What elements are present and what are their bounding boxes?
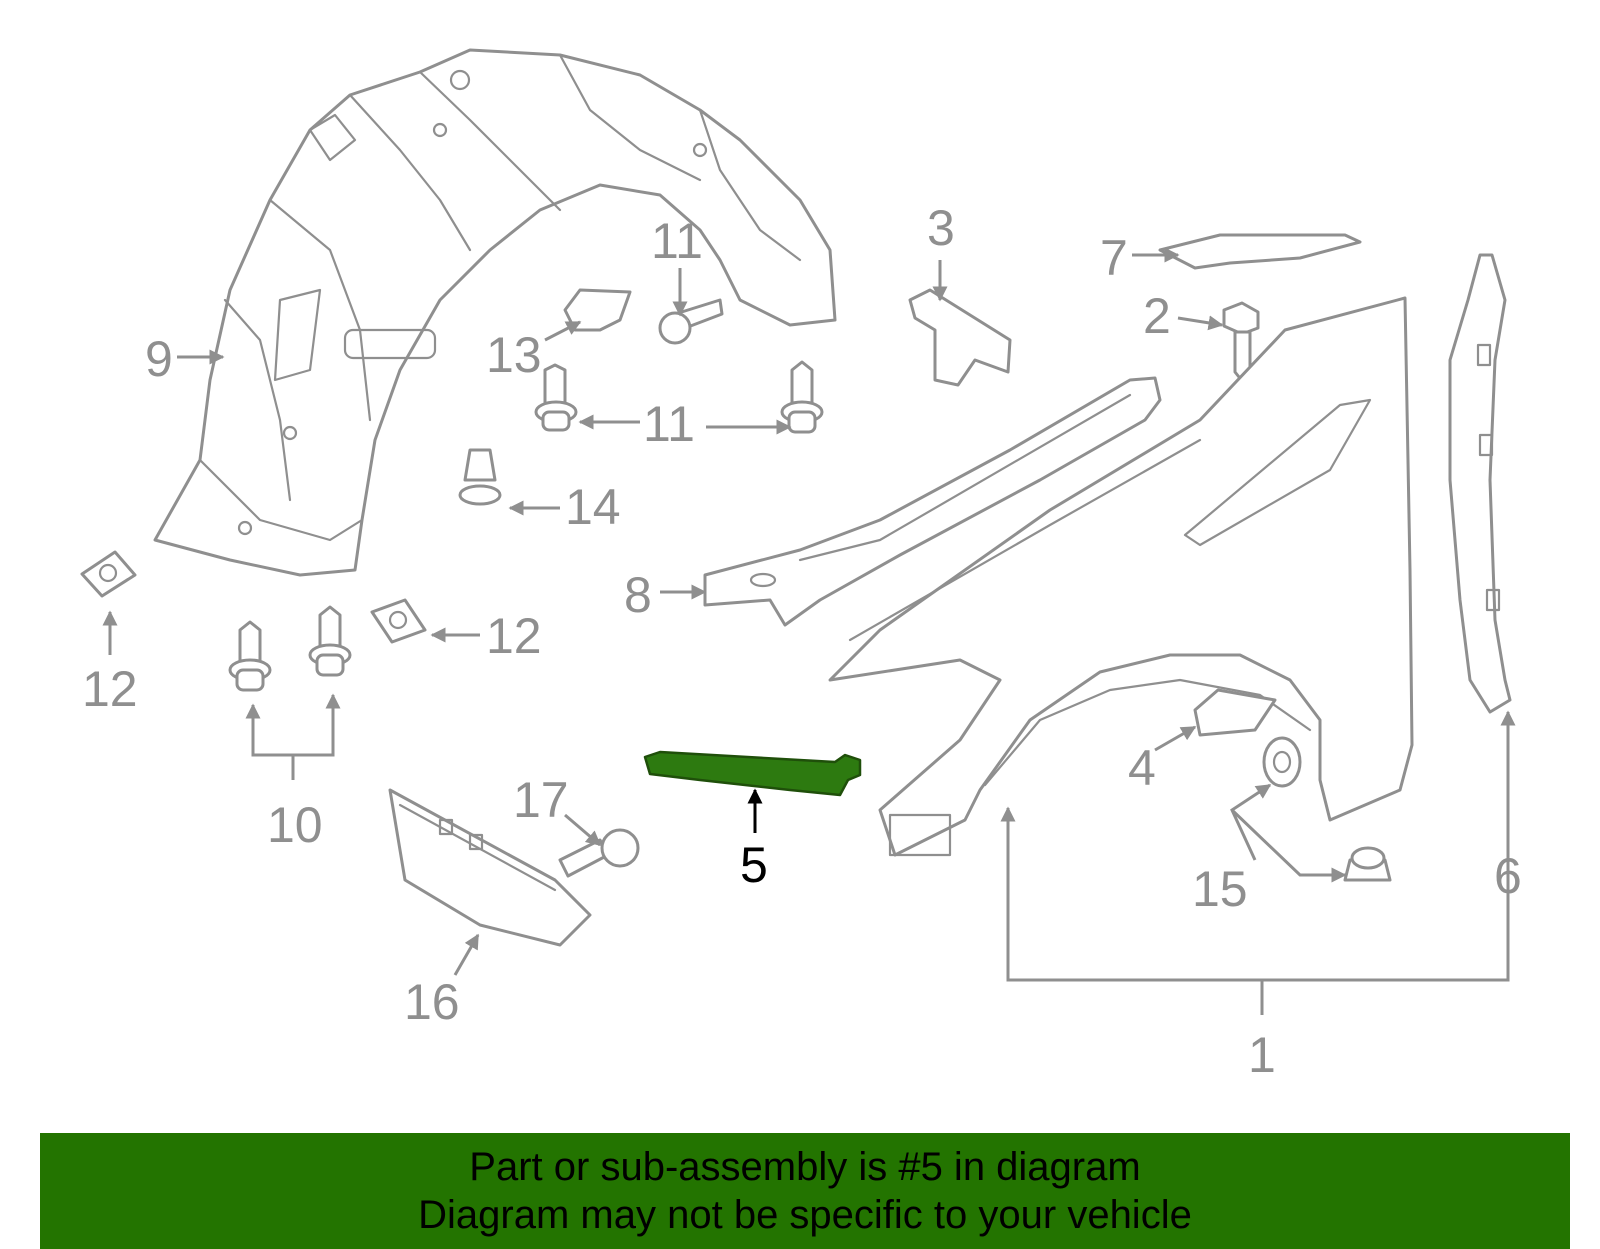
callout-14: 14 (565, 479, 621, 535)
callout-5: 5 (740, 837, 768, 893)
callout-12-left: 12 (82, 661, 138, 717)
bracket-4 (1193, 688, 1277, 737)
callout-7: 7 (1100, 230, 1128, 286)
part-5-highlighted (643, 750, 862, 797)
grommet-15-top (1262, 736, 1302, 788)
callout-13: 13 (486, 327, 542, 383)
bracket-3 (908, 288, 1012, 387)
bolt-17 (558, 828, 640, 878)
callout-11-middle: 11 (643, 396, 695, 452)
screw-11-top (658, 298, 724, 345)
callout-2: 2 (1143, 288, 1171, 344)
bolt-10-left (228, 620, 272, 692)
splash-guard-16 (388, 788, 592, 947)
callout-9: 9 (145, 331, 173, 387)
callout-15: 15 (1192, 861, 1248, 917)
banner-line-part: Part or sub-assembly is #5 in diagram (469, 1145, 1141, 1189)
rail-8 (703, 376, 1162, 627)
leader-lines (102, 247, 1516, 1015)
grommet-15-bottom (1343, 846, 1392, 882)
screw-11-right (780, 360, 824, 434)
seal-6 (1448, 253, 1512, 714)
screw-11-left (534, 363, 578, 432)
callout-1: 1 (1248, 1027, 1276, 1083)
fender-liner (153, 48, 837, 577)
parts-diagram: 1 2 3 4 5 6 7 8 9 10 11 11 12 12 13 14 1… (80, 48, 1522, 1083)
callout-4: 4 (1128, 740, 1156, 796)
clip-14 (458, 448, 502, 506)
nut-12-right (370, 598, 427, 644)
callout-10: 10 (267, 797, 323, 853)
fender-1 (828, 296, 1414, 857)
callout-16: 16 (404, 974, 460, 1030)
callout-3: 3 (927, 200, 955, 256)
info-banner: Part or sub-assembly is #5 in diagram Di… (40, 1133, 1570, 1249)
nut-12-left (80, 550, 137, 598)
callout-6: 6 (1494, 848, 1522, 904)
callout-8: 8 (624, 567, 652, 623)
callout-11-top: 11 (651, 213, 703, 269)
callout-12-right: 12 (486, 608, 542, 664)
callout-17: 17 (513, 772, 569, 828)
bolt-10-right (308, 605, 352, 677)
molding-7 (1158, 233, 1362, 270)
banner-line-disclaimer: Diagram may not be specific to your vehi… (418, 1193, 1192, 1237)
